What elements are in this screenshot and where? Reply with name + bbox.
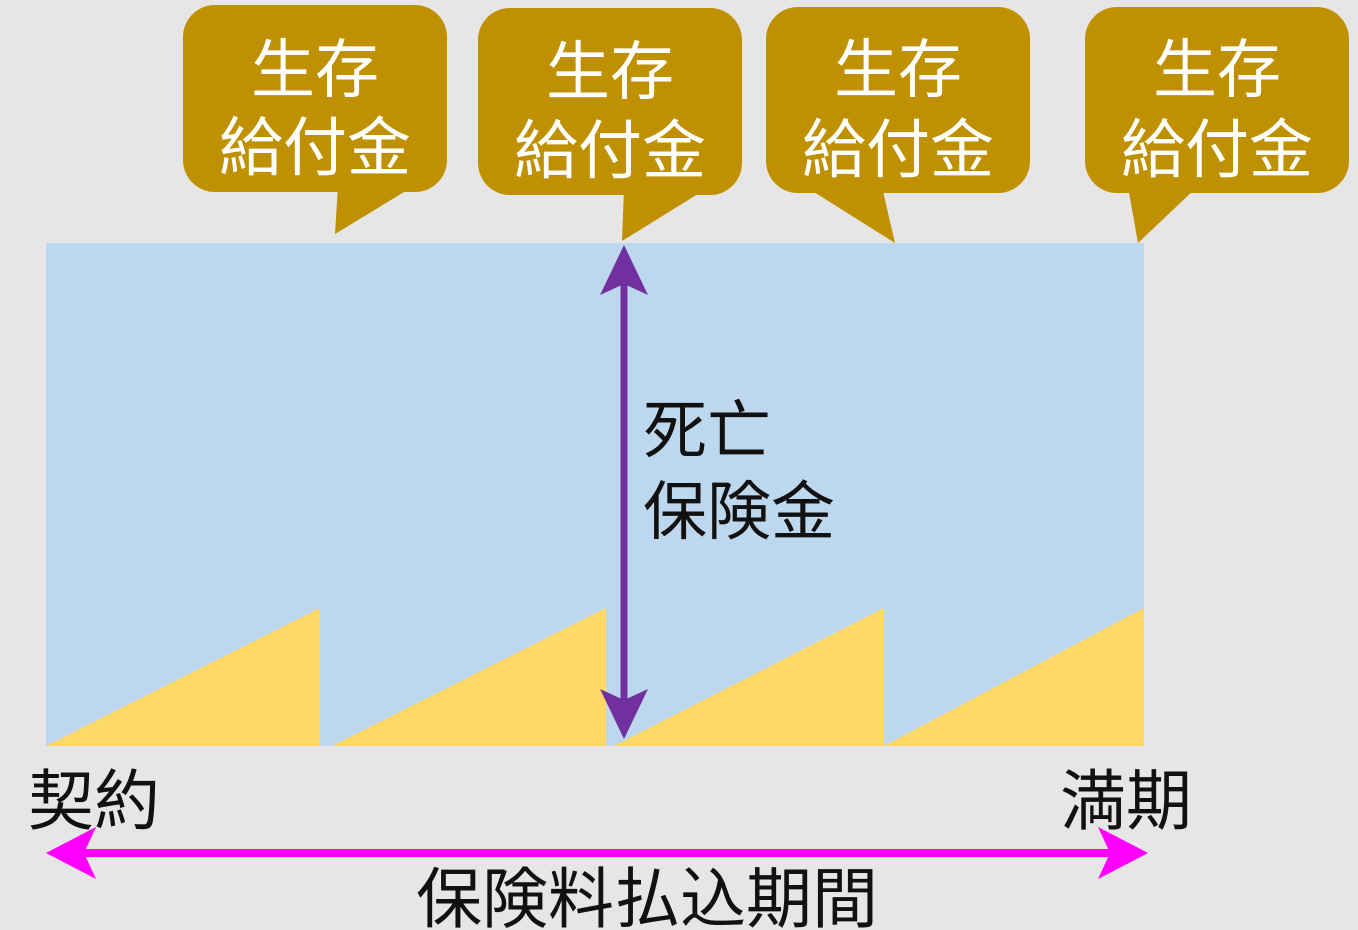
- callout-tail: [335, 186, 414, 234]
- callout-line-1: 生存: [1153, 34, 1281, 108]
- callout-line-1: 生存: [546, 36, 674, 110]
- arrow-down-icon: [600, 689, 648, 739]
- contract-start-label: 契約: [28, 763, 160, 840]
- callout-bubble: [478, 8, 742, 195]
- survival-benefit-callout-4: 生存 給付金: [1085, 7, 1349, 243]
- payment-period-arrow: [46, 827, 1148, 879]
- arrow-up-icon: [600, 245, 648, 295]
- callout-bubble: [766, 7, 1030, 193]
- callout-line-1: 生存: [251, 34, 379, 108]
- callout-line-1: 生存: [834, 34, 962, 108]
- callout-bubble: [1085, 7, 1349, 193]
- callout-line-2: 給付金: [219, 112, 411, 186]
- payment-period-label: 保険料払込期間: [416, 861, 878, 930]
- maturity-label: 満期: [1060, 763, 1192, 840]
- death-benefit-arrow: [600, 245, 648, 739]
- callout-line-2: 給付金: [802, 114, 994, 188]
- survival-benefit-callout-2: 生存 給付金: [478, 8, 742, 241]
- death-benefit-label-line-2: 保険金: [643, 476, 835, 550]
- arrow-right-icon: [1098, 827, 1148, 879]
- callout-tail: [806, 187, 895, 243]
- callout-tail: [1128, 187, 1197, 243]
- callout-line-2: 給付金: [514, 115, 706, 189]
- callout-bubble: [183, 5, 447, 192]
- reserve-triangle-2: [332, 608, 606, 746]
- death-benefit-label-line-1: 死亡: [643, 395, 771, 469]
- callout-tail: [622, 189, 706, 241]
- survival-benefit-callout-3: 生存 給付金: [766, 7, 1030, 243]
- survival-benefit-callout-1: 生存 給付金: [183, 5, 447, 234]
- reserve-sawtooth: [46, 608, 1144, 746]
- reserve-triangle-1: [46, 608, 320, 746]
- reserve-triangle-4: [884, 608, 1144, 746]
- reserve-triangle-3: [614, 608, 884, 746]
- callout-line-2: 給付金: [1121, 114, 1313, 188]
- arrow-left-icon: [46, 827, 96, 879]
